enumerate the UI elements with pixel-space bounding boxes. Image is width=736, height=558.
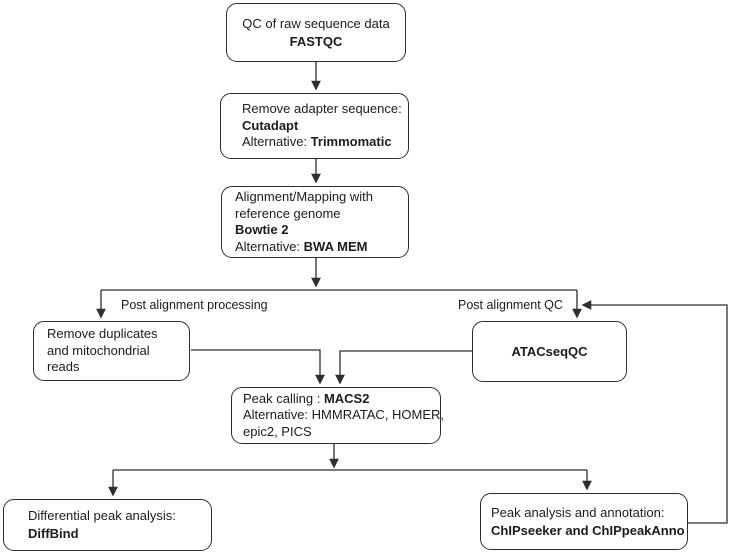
node-tool-name: ChIPseeker and ChIPpeakAnno: [491, 522, 685, 538]
node-text-line: Peak analysis and annotation:: [491, 504, 665, 520]
feedback-annotation-to-atacseqqc: [581, 300, 728, 524]
node-remove-duplicates: Remove duplicates and mitochondrial read…: [33, 321, 190, 381]
node-text-line: QC of raw sequence data: [242, 15, 390, 31]
node-tool-name: FASTQC: [289, 33, 343, 49]
node-text-line: Differential peak analysis:: [28, 508, 176, 523]
node-alternative-line: Alternative: BWA MEM: [235, 238, 368, 254]
connector-dedup-to-peakcalling: [191, 349, 325, 385]
node-alignment-mapping: Alignment/Mapping with reference genome …: [221, 186, 409, 258]
connector-atacseqqc-to-peakcalling: [335, 350, 472, 385]
node-text-line: and mitochondrial: [47, 342, 150, 358]
node-tool-name: ATACseqQC: [511, 344, 588, 359]
node-peak-calling: Peak calling : MACS2 Alternative: HMMRAT…: [231, 387, 445, 444]
node-tool-name: Cutadapt: [242, 117, 299, 133]
node-remove-adapter: Remove adapter sequence: Cutadapt Altern…: [220, 93, 409, 159]
node-alternative-line: Alternative: HMMRATAC, HOMER,: [243, 407, 445, 423]
node-text-line: Alignment/Mapping with: [235, 189, 374, 204]
node-text-line: Remove adapter sequence:: [242, 101, 402, 117]
label-post-alignment-processing: Post alignment processing: [121, 298, 268, 312]
node-text-line: reads: [47, 359, 80, 375]
node-text-line: Remove duplicates: [47, 326, 158, 342]
node-tool-name: DiffBind: [28, 526, 79, 541]
label-post-alignment-qc: Post alignment QC: [458, 298, 563, 312]
node-atacseqqc: ATACseqQC: [472, 321, 627, 382]
node-text-line: Peak calling : MACS2: [243, 390, 370, 406]
node-qc-raw-data: QC of raw sequence data FASTQC: [226, 3, 406, 62]
node-peak-analysis-annotation: Peak analysis and annotation: ChIPseeker…: [480, 493, 688, 550]
node-alternative-line: Alternative: Trimmomatic: [242, 134, 392, 150]
node-differential-peak-analysis: Differential peak analysis: DiffBind: [3, 499, 212, 551]
node-text-line: reference genome: [235, 205, 341, 221]
node-alternative-line: epic2, PICS: [243, 423, 312, 439]
node-tool-name: Bowtie 2: [235, 222, 289, 237]
